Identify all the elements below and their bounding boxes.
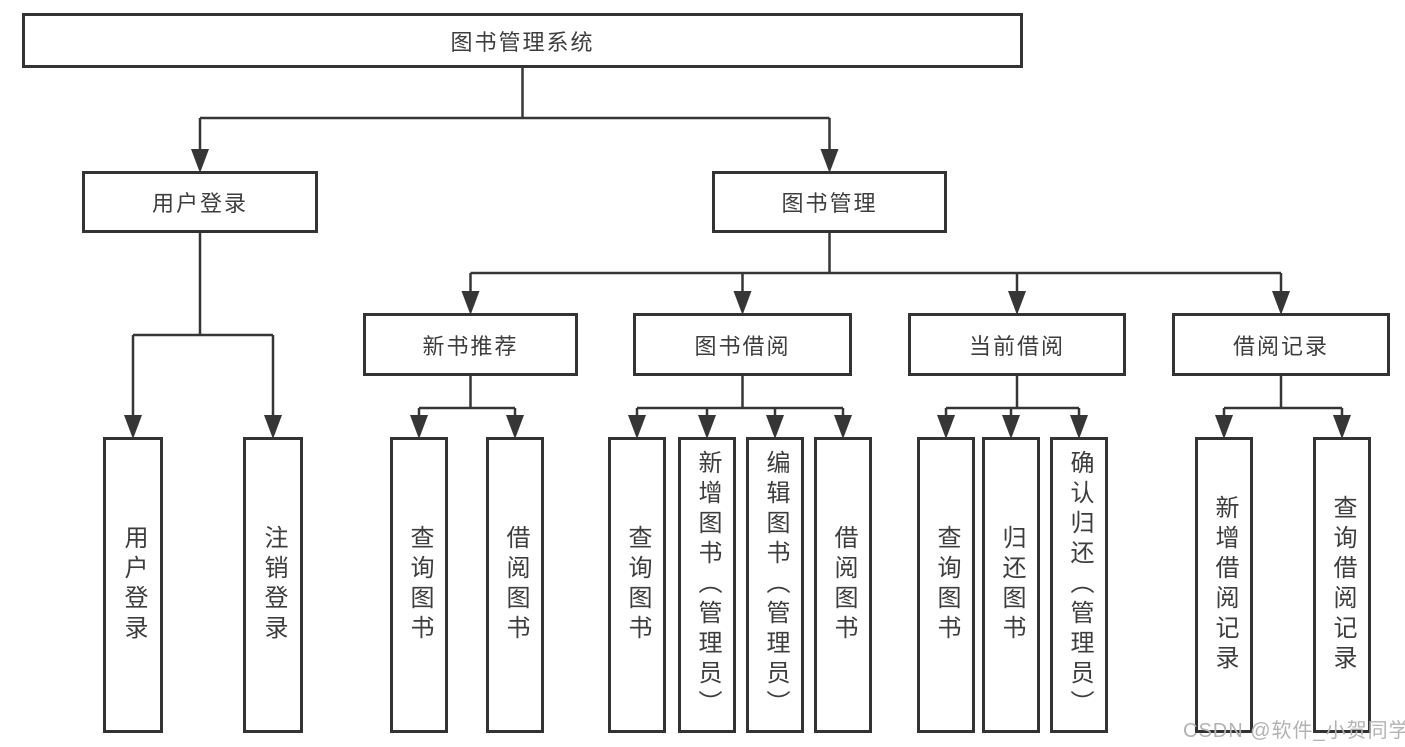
- node-leaf-confirm-return-admin: 确认归还（管理员）: [1050, 437, 1108, 733]
- node-leaf-newbooks-borrow-label: 借阅图书: [502, 525, 529, 645]
- node-leaf-edit-book-admin-label: 编辑图书（管理员）: [762, 450, 789, 720]
- node-leaf-borrow-book-label: 借阅图书: [830, 525, 857, 645]
- node-leaf-query-borrow-record: 查询借阅记录: [1313, 437, 1371, 733]
- node-leaf-logout-label: 注销登录: [260, 525, 287, 645]
- node-user-login: 用户登录: [82, 171, 318, 233]
- node-leaf-logout: 注销登录: [243, 437, 303, 733]
- node-leaf-query-borrow-record-label: 查询借阅记录: [1329, 495, 1356, 675]
- node-leaf-add-borrow-record-label: 新增借阅记录: [1211, 495, 1238, 675]
- node-leaf-return-book-label: 归还图书: [998, 525, 1025, 645]
- node-leaf-user-login: 用户登录: [103, 437, 163, 733]
- node-borrow-records: 借阅记录: [1172, 313, 1390, 376]
- node-book-borrowing-label: 图书借阅: [694, 333, 791, 359]
- csdn-watermark: CSDN @软件_小贺同学: [1183, 720, 1405, 742]
- node-new-book-recommend: 新书推荐: [363, 313, 578, 376]
- node-book-management: 图书管理: [712, 171, 947, 233]
- node-leaf-borrow-query-label: 查询图书: [624, 525, 651, 645]
- node-borrow-records-label: 借阅记录: [1232, 333, 1329, 359]
- node-leaf-return-book: 归还图书: [982, 437, 1040, 733]
- node-leaf-current-query: 查询图书: [917, 437, 975, 733]
- node-current-borrowing-label: 当前借阅: [968, 333, 1065, 359]
- node-new-book-recommend-label: 新书推荐: [422, 333, 519, 359]
- node-leaf-user-login-label: 用户登录: [120, 525, 147, 645]
- node-leaf-newbooks-borrow: 借阅图书: [486, 437, 544, 733]
- node-leaf-borrow-query: 查询图书: [608, 437, 666, 733]
- node-leaf-add-book-admin: 新增图书（管理员）: [678, 437, 736, 733]
- node-library-system-label: 图书管理系统: [450, 29, 595, 55]
- node-library-system: 图书管理系统: [22, 13, 1023, 68]
- node-leaf-add-borrow-record: 新增借阅记录: [1195, 437, 1253, 733]
- node-leaf-newbooks-query: 查询图书: [390, 437, 448, 733]
- node-leaf-borrow-book: 借阅图书: [814, 437, 872, 733]
- node-user-login-label: 用户登录: [151, 191, 248, 216]
- node-leaf-current-query-label: 查询图书: [933, 525, 960, 645]
- node-leaf-newbooks-query-label: 查询图书: [406, 525, 433, 645]
- node-leaf-confirm-return-admin-label: 确认归还（管理员）: [1066, 450, 1093, 720]
- node-book-management-label: 图书管理: [781, 191, 878, 216]
- node-leaf-edit-book-admin: 编辑图书（管理员）: [746, 437, 804, 733]
- node-current-borrowing: 当前借阅: [908, 313, 1126, 376]
- node-leaf-add-book-admin-label: 新增图书（管理员）: [694, 450, 721, 720]
- node-book-borrowing: 图书借阅: [633, 313, 852, 376]
